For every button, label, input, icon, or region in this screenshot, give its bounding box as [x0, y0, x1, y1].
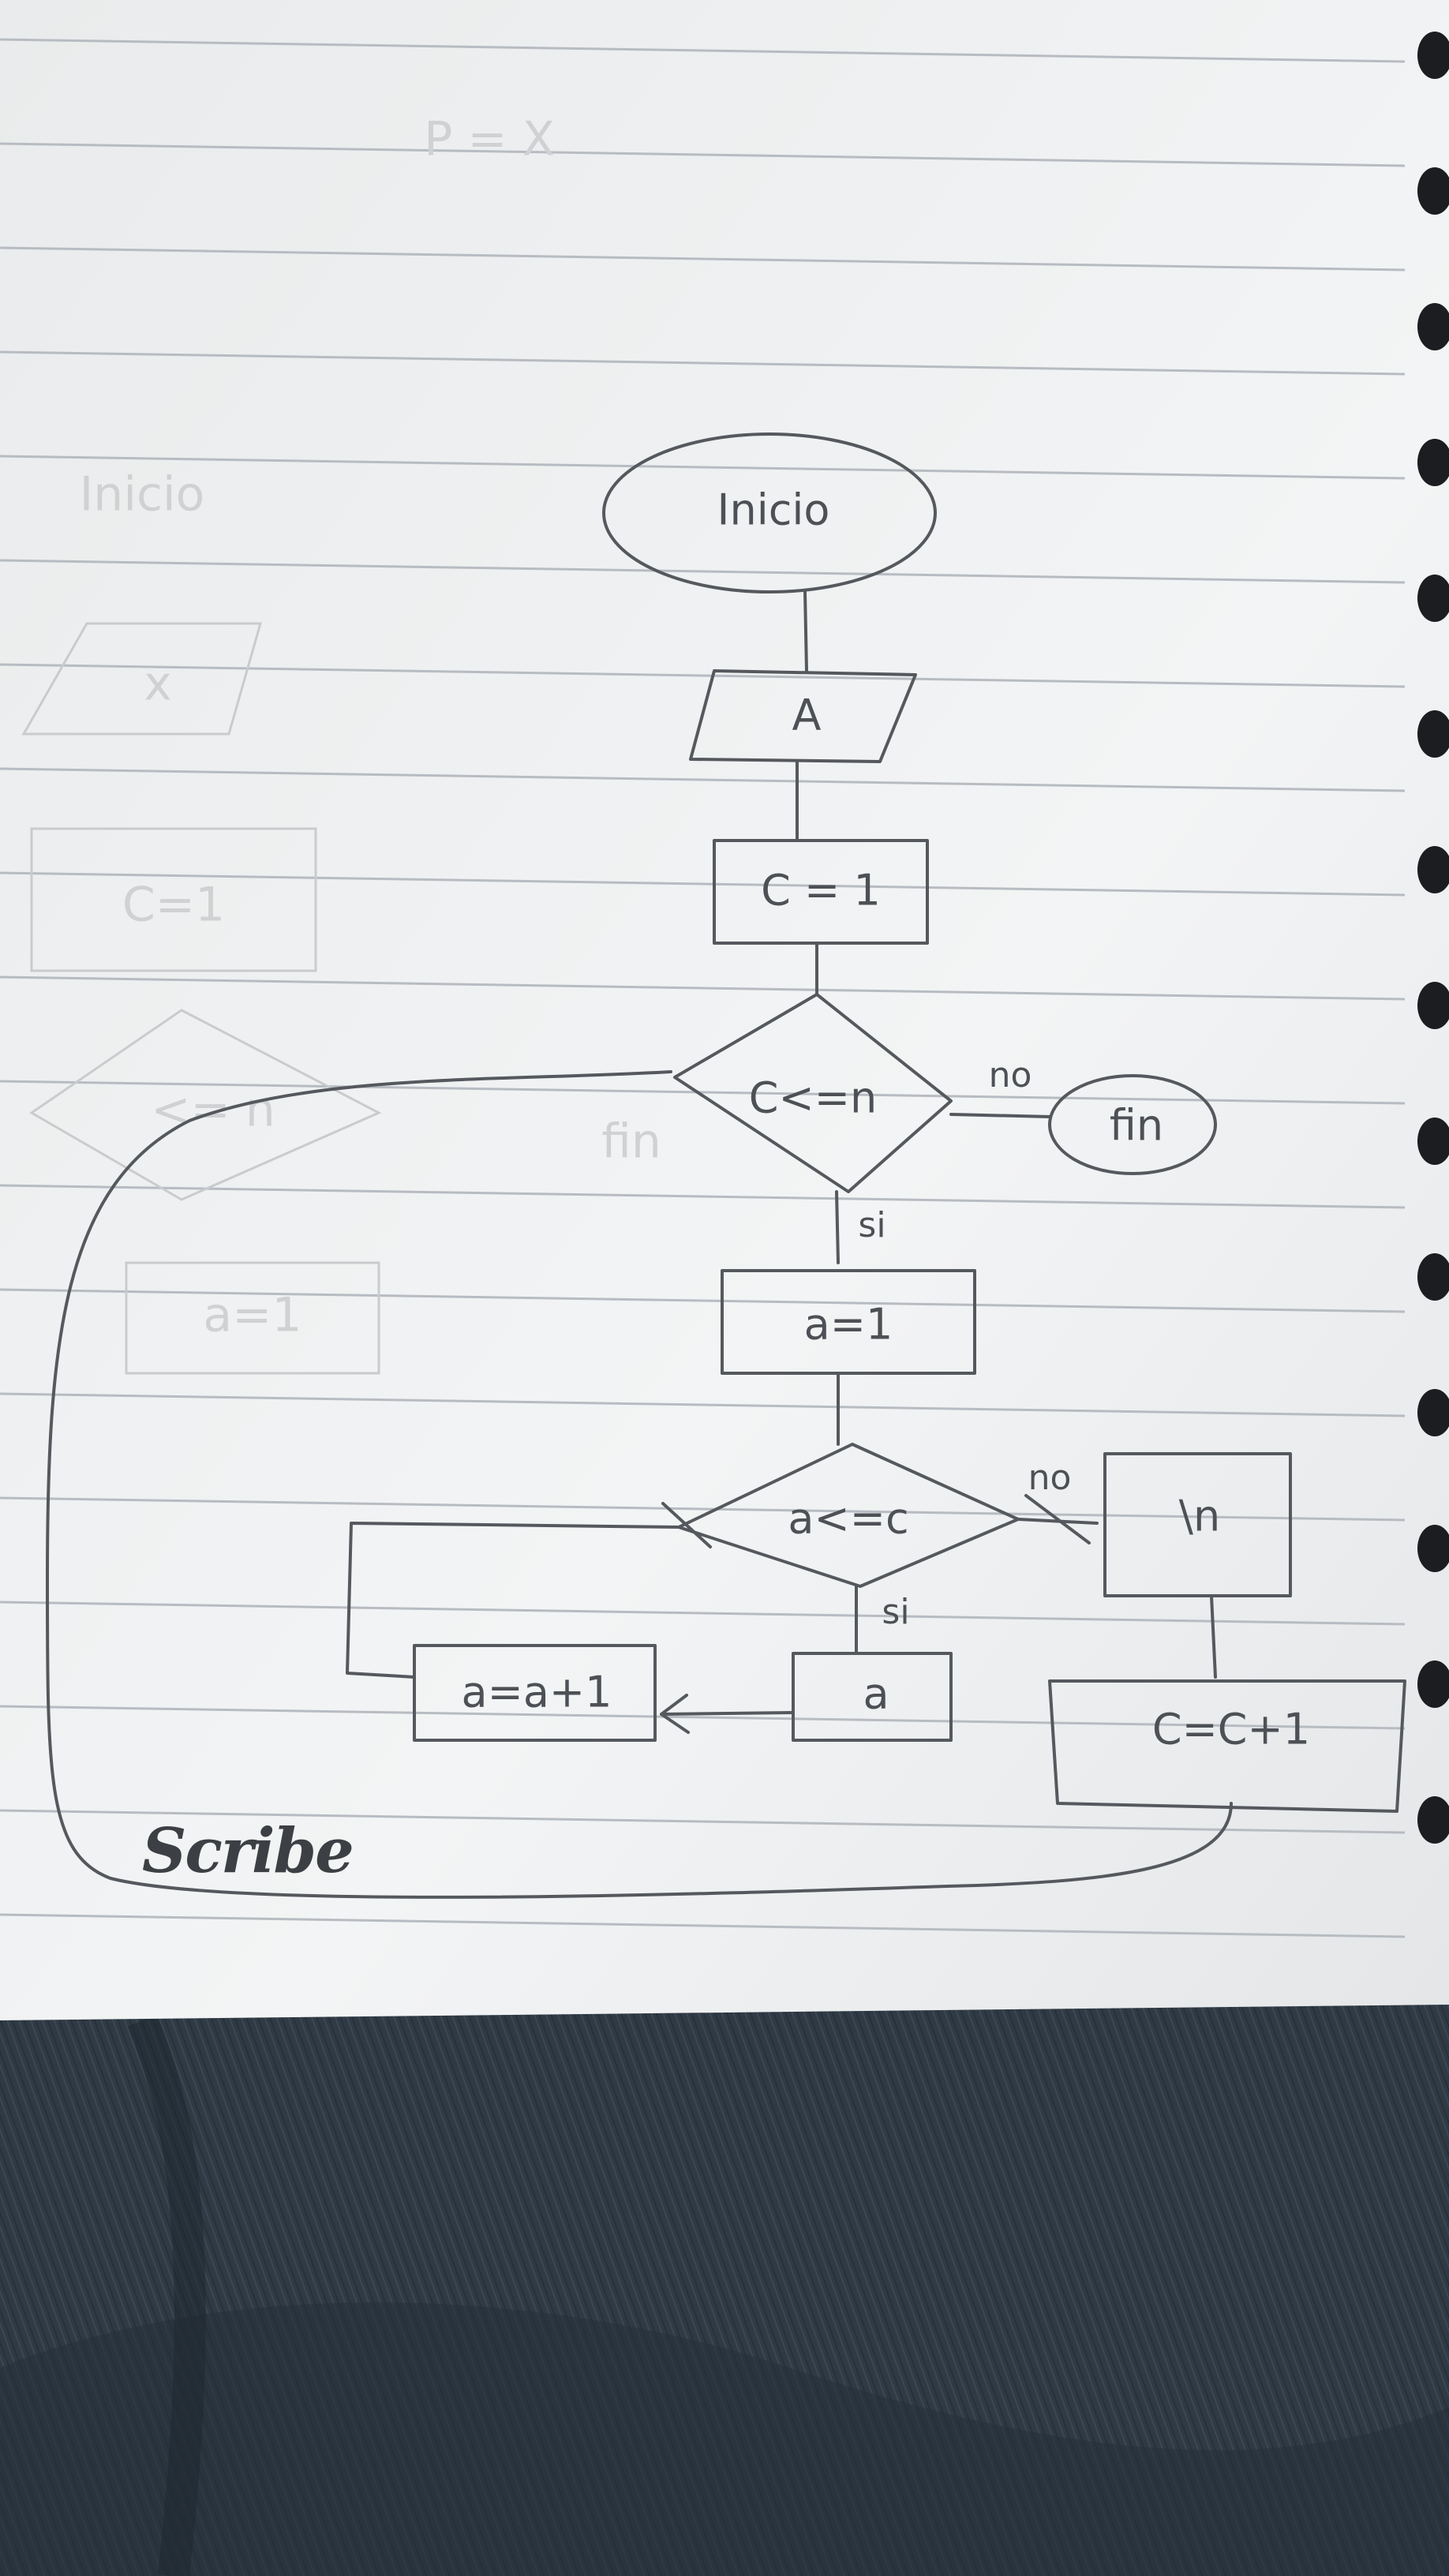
spiral-hole — [1417, 1389, 1449, 1436]
ghost-drawing: P = X Inicio x C=1 <= n fin a=1 — [21, 112, 661, 1375]
spiral-hole — [1417, 1525, 1449, 1572]
init-c-label: C = 1 — [761, 866, 881, 915]
start-label: Inicio — [717, 485, 830, 535]
input-parallelogram — [689, 669, 917, 763]
spiral-hole — [1417, 303, 1449, 350]
rule-line — [0, 38, 1406, 63]
ghost-rect — [30, 827, 317, 972]
outer-decision — [673, 993, 953, 1193]
inner-decision-label: a<=c — [788, 1494, 908, 1544]
outer-no-label: no — [989, 1055, 1032, 1095]
inner-decision — [677, 1443, 1020, 1588]
rule-line — [0, 1288, 1406, 1313]
spiral-hole — [1417, 846, 1449, 893]
rule-line — [0, 1496, 1406, 1522]
rule-line — [0, 1705, 1406, 1730]
rule-line — [0, 246, 1406, 271]
rule-line — [0, 142, 1406, 167]
spiral-hole — [1417, 1796, 1449, 1844]
rule-line — [0, 1080, 1406, 1105]
fabric-fold — [0, 2302, 1449, 2576]
rule-line — [0, 871, 1406, 897]
ghost-diamond — [29, 1009, 382, 1201]
connector — [1017, 1518, 1099, 1525]
rule-line — [0, 559, 1406, 584]
output-a-label: a — [863, 1669, 889, 1719]
init-c-box — [713, 839, 929, 945]
ghost-header: P = X — [424, 112, 555, 167]
arrow — [661, 1711, 795, 1716]
increment-c-box — [1048, 1679, 1406, 1813]
spiral-hole — [1417, 167, 1449, 215]
connector — [949, 1113, 1051, 1118]
rule-line — [0, 1392, 1406, 1417]
connector — [1024, 1494, 1091, 1544]
end-terminal — [1048, 1074, 1217, 1175]
inner-loop-line — [346, 1522, 680, 1679]
rule-line — [0, 455, 1406, 480]
brand-logo: Scribe — [142, 1815, 353, 1887]
loop-mark — [661, 1502, 712, 1548]
rule-line — [0, 1913, 1406, 1938]
init-a-label: a=1 — [804, 1300, 893, 1350]
rule-line — [0, 1601, 1406, 1626]
ruled-lines — [0, 38, 1406, 1938]
ghost-rect-2 — [125, 1261, 380, 1375]
init-a-box — [721, 1269, 976, 1375]
spiral-hole — [1417, 32, 1449, 79]
rule-line — [0, 975, 1406, 1001]
increment-a-label: a=a+1 — [461, 1668, 612, 1717]
rule-line — [0, 767, 1406, 792]
ghost-end: fin — [601, 1114, 661, 1170]
ghost-input: x — [144, 657, 172, 712]
ghost-start: Inicio — [80, 467, 205, 522]
newline-label: \n — [1179, 1492, 1220, 1541]
outer-decision-label: C<=n — [749, 1073, 877, 1123]
connector — [1210, 1594, 1217, 1679]
start-terminal — [602, 432, 937, 593]
ghost-init: C=1 — [122, 878, 225, 933]
end-label: fin — [1110, 1101, 1163, 1151]
arrow-head — [660, 1694, 690, 1734]
outer-si-label: si — [858, 1205, 886, 1245]
ghost-assign: a=1 — [203, 1288, 301, 1343]
inner-no-label: no — [1028, 1458, 1072, 1498]
input-label: A — [792, 691, 822, 740]
spiral-hole — [1417, 439, 1449, 486]
rule-line — [0, 663, 1406, 688]
outer-loop-line — [46, 1070, 1233, 1899]
increment-a-box — [413, 1644, 657, 1742]
fabric-fold-2 — [127, 2014, 206, 2576]
rule-line — [0, 350, 1406, 376]
spiral-hole — [1417, 1661, 1449, 1708]
spiral-hole — [1417, 1253, 1449, 1301]
inner-si-label: si — [882, 1592, 909, 1632]
rule-line — [0, 1184, 1406, 1209]
spiral-binding — [1417, 32, 1449, 1844]
spiral-hole — [1417, 710, 1449, 758]
flowchart: Inicio A C = 1 C<=n no fin si a=1 a<=c n… — [46, 432, 1406, 1899]
output-a-box — [792, 1652, 953, 1742]
connector — [835, 1190, 840, 1264]
spiral-hole — [1417, 575, 1449, 622]
rule-line — [0, 1809, 1406, 1834]
increment-c-label: C=C+1 — [1152, 1705, 1310, 1754]
ghost-parallelogram — [21, 622, 262, 736]
spiral-hole — [1417, 982, 1449, 1029]
spiral-hole — [1417, 1118, 1449, 1165]
ghost-cond: <= n — [151, 1083, 275, 1138]
newline-box — [1103, 1452, 1292, 1597]
connector — [803, 590, 808, 672]
